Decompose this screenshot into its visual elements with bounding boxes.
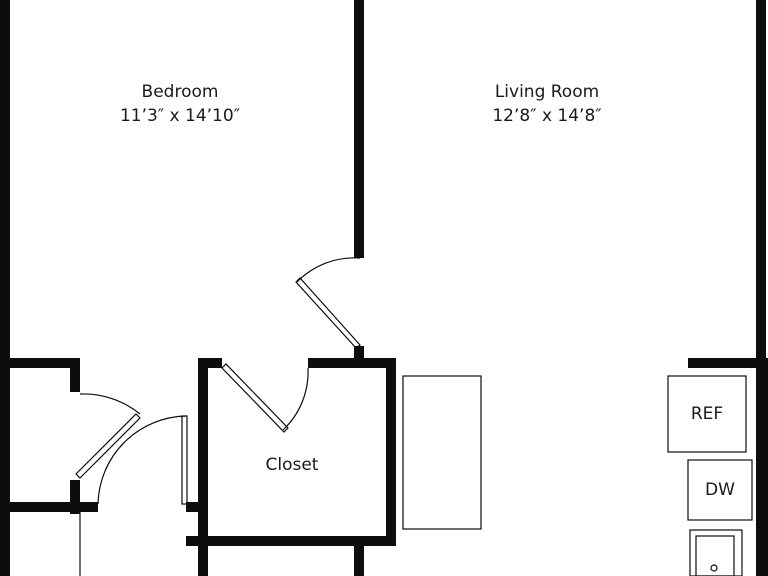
wall-living-right [756, 0, 766, 368]
sink-drain [710, 564, 718, 572]
fixture-label-dw: DW [705, 480, 735, 500]
doors [75, 257, 361, 576]
wall-hall-stub-bottom [70, 480, 80, 514]
room-dimensions: 11’3″ x 14’10″ [119, 106, 241, 126]
dishwasher [687, 459, 753, 521]
door-swing-bath [97, 415, 187, 505]
door-swing-hall [79, 393, 141, 415]
room-label-bedroom: Bedroom 11’3″ x 14’10″ [100, 80, 260, 128]
room-name: Living Room [494, 82, 600, 102]
wall-kitchen-right [756, 358, 768, 576]
room-name: Bedroom [141, 82, 219, 102]
door-leaf-bedroom [295, 277, 361, 349]
wall-closet-bottom [186, 536, 396, 546]
room-dimensions: 12’8″ x 14’8″ [492, 106, 602, 126]
room-label-living-room: Living Room 12’8″ x 14’8″ [467, 80, 627, 128]
wall-closet-top-left [198, 358, 222, 368]
wall-left-outer [0, 0, 10, 576]
wall-closet-right [386, 358, 396, 546]
counter-island [402, 375, 482, 530]
refrigerator [667, 375, 747, 453]
door-swing-bedroom [296, 257, 361, 283]
wall-kitchen-top [688, 358, 768, 368]
room-name: Closet [265, 455, 319, 475]
fixture-label-ref: REF [690, 404, 724, 424]
wall-bath-stub [186, 502, 208, 512]
wall-bedroom-living [354, 0, 364, 258]
door-leaf-hall [75, 413, 141, 479]
room-label-closet: Closet [242, 453, 342, 477]
sink [689, 529, 743, 576]
wall-hall-stub-top [70, 358, 80, 392]
wall-closet-left [198, 358, 208, 576]
door-leaf-bath [181, 415, 188, 505]
wall-hall-bottom [0, 502, 98, 512]
wall-closet-top-right [308, 358, 396, 368]
wall-bedroom-bottom-left [0, 358, 80, 368]
door-leaf-closet [221, 363, 289, 433]
door-swing-closet [282, 367, 309, 431]
sink-basin [695, 535, 735, 576]
fixtures [402, 375, 753, 576]
wall-lower-left [354, 546, 364, 576]
wall-stub-door [354, 346, 364, 360]
